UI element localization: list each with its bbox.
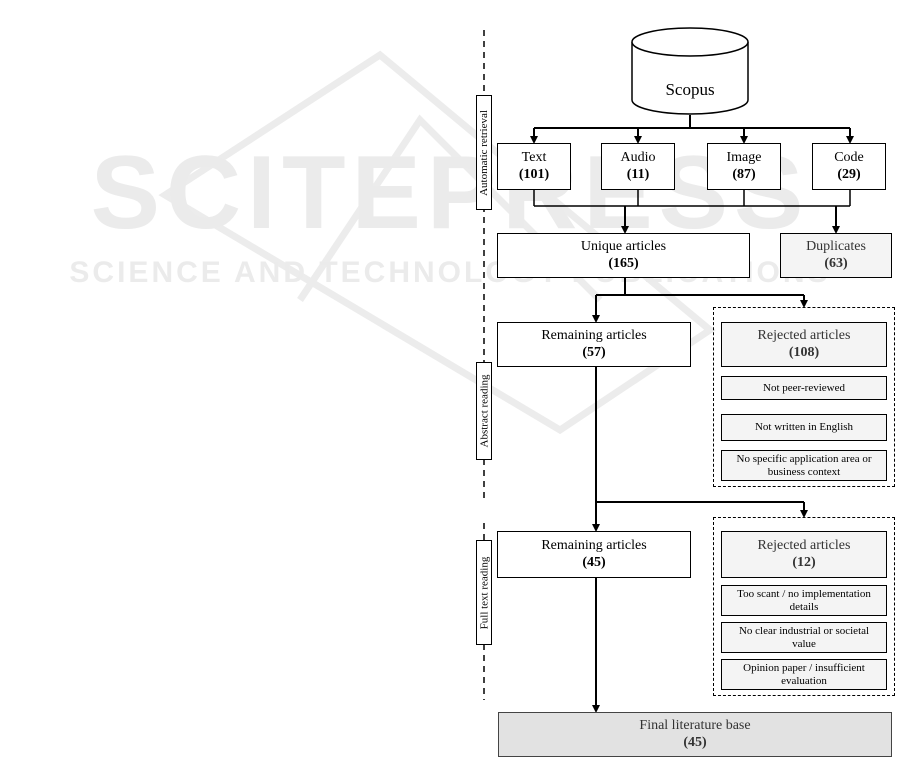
final-literature-base-label: Final literature base bbox=[639, 717, 751, 733]
duplicates-label: Duplicates bbox=[806, 238, 866, 254]
category-image-count: (87) bbox=[732, 166, 756, 182]
category-audio-count: (11) bbox=[626, 166, 650, 182]
category-text-count: (101) bbox=[518, 166, 550, 182]
rejected-articles-abstract-box: Rejected articles (108) bbox=[721, 322, 887, 367]
reason-opinion-paper: Opinion paper / insufficient evaluation bbox=[721, 659, 887, 690]
remaining-articles-fulltext-count: (45) bbox=[582, 554, 606, 570]
category-audio-label: Audio bbox=[620, 149, 656, 165]
rejected-group-abstract bbox=[713, 307, 895, 487]
watermark-title: SCITEPRESS bbox=[91, 135, 810, 251]
remaining-articles-abstract-count: (57) bbox=[582, 344, 606, 360]
rejected-articles-abstract-label: Rejected articles bbox=[757, 327, 851, 343]
unique-articles-label: Unique articles bbox=[580, 238, 667, 254]
category-audio: Audio (11) bbox=[601, 143, 675, 190]
final-literature-base-count: (45) bbox=[683, 734, 707, 750]
rejected-articles-fulltext-count: (12) bbox=[792, 554, 816, 570]
category-text-label: Text bbox=[521, 149, 547, 165]
remaining-articles-fulltext-label: Remaining articles bbox=[541, 537, 647, 553]
unique-articles-count: (165) bbox=[608, 255, 639, 271]
category-code-count: (29) bbox=[837, 166, 861, 182]
category-code: Code (29) bbox=[812, 143, 886, 190]
reason-no-clear-value: No clear industrial or societal value bbox=[721, 622, 887, 653]
remaining-articles-abstract-box: Remaining articles (57) bbox=[497, 322, 691, 367]
duplicates-count: (63) bbox=[824, 255, 848, 271]
reason-no-application-area: No specific application area or business… bbox=[721, 450, 887, 481]
rejected-articles-fulltext-box: Rejected articles (12) bbox=[721, 531, 887, 578]
unique-articles-box: Unique articles (165) bbox=[497, 233, 750, 278]
rejected-articles-fulltext-label: Rejected articles bbox=[757, 537, 851, 553]
category-image-label: Image bbox=[726, 149, 762, 165]
final-literature-base-box: Final literature base (45) bbox=[498, 712, 892, 757]
category-image: Image (87) bbox=[707, 143, 781, 190]
remaining-articles-abstract-label: Remaining articles bbox=[541, 327, 647, 343]
phase-label-retrieval: Automatic retrieval bbox=[476, 95, 492, 210]
reason-too-scant: Too scant / no implementation details bbox=[721, 585, 887, 616]
category-code-label: Code bbox=[834, 149, 864, 165]
phase-label-fulltext: Full text reading bbox=[476, 540, 492, 645]
rejected-articles-abstract-count: (108) bbox=[788, 344, 820, 360]
category-text: Text (101) bbox=[497, 143, 571, 190]
reason-not-english: Not written in English bbox=[721, 414, 887, 441]
phase-label-abstract: Abstract reading bbox=[476, 362, 492, 460]
remaining-articles-fulltext-box: Remaining articles (45) bbox=[497, 531, 691, 578]
duplicates-box: Duplicates (63) bbox=[780, 233, 892, 278]
reason-not-peer-reviewed: Not peer-reviewed bbox=[721, 376, 887, 400]
rejected-group-fulltext bbox=[713, 517, 895, 696]
scopus-label: Scopus bbox=[665, 80, 715, 99]
scopus-database-icon bbox=[631, 27, 749, 115]
